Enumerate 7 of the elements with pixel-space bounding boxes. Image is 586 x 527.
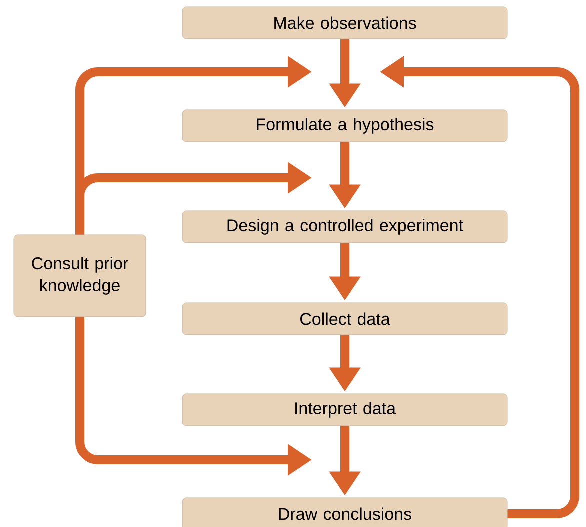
process-box: Collect data <box>182 302 508 336</box>
process-box: Formulate a hypothesis <box>182 110 508 142</box>
process-box: Interpret data <box>182 394 508 426</box>
process-box: Consult prior knowledge <box>14 234 146 318</box>
process-box: Design a controlled experiment <box>182 210 508 244</box>
process-box: Draw conclusions <box>182 498 508 527</box>
process-box: Make observations <box>182 6 508 40</box>
